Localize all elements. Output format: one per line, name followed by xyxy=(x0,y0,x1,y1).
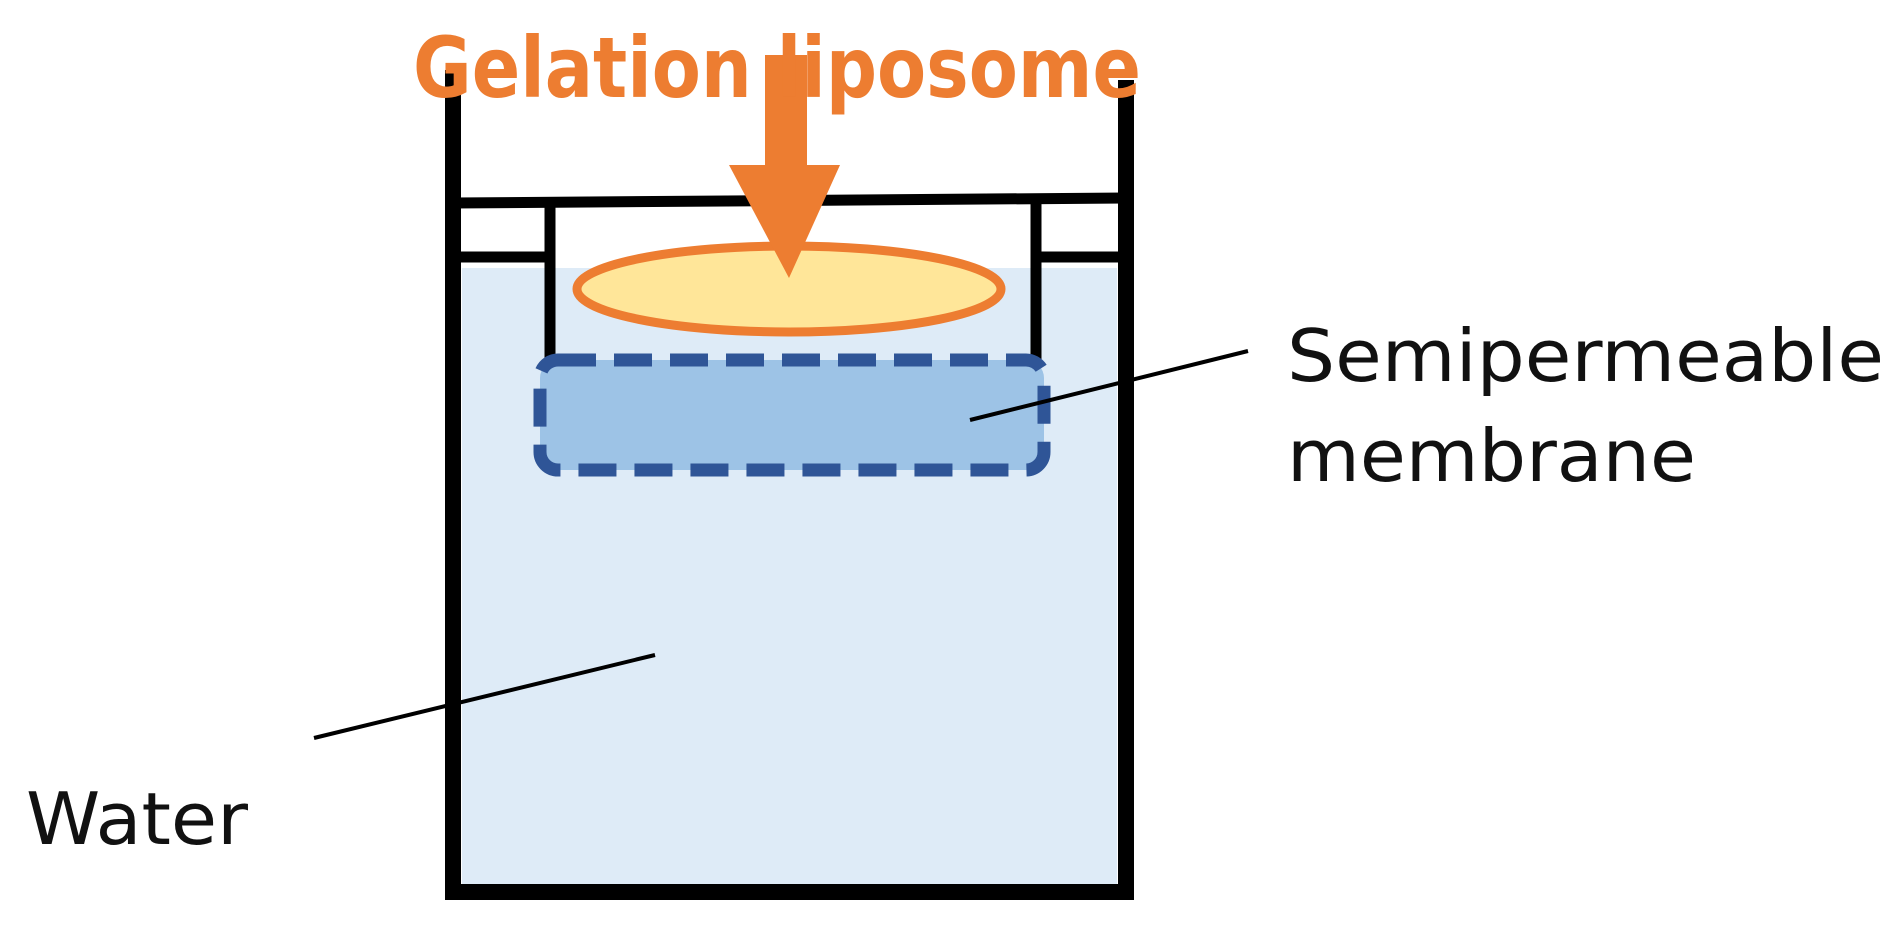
water-label: Water xyxy=(26,777,248,861)
arrow-shaft xyxy=(765,55,807,167)
membrane-label-line2: membrane xyxy=(1287,414,1696,498)
water-leader-line xyxy=(313,653,656,740)
membrane-label-line1: Semipermeable xyxy=(1287,314,1884,398)
membrane-leader-line xyxy=(969,349,1249,422)
semipermeable-membrane xyxy=(533,353,1051,477)
beaker-outline xyxy=(445,70,1134,900)
arrow-head xyxy=(729,165,840,278)
title-gelation-liposome: Gelation liposome xyxy=(413,19,1141,117)
